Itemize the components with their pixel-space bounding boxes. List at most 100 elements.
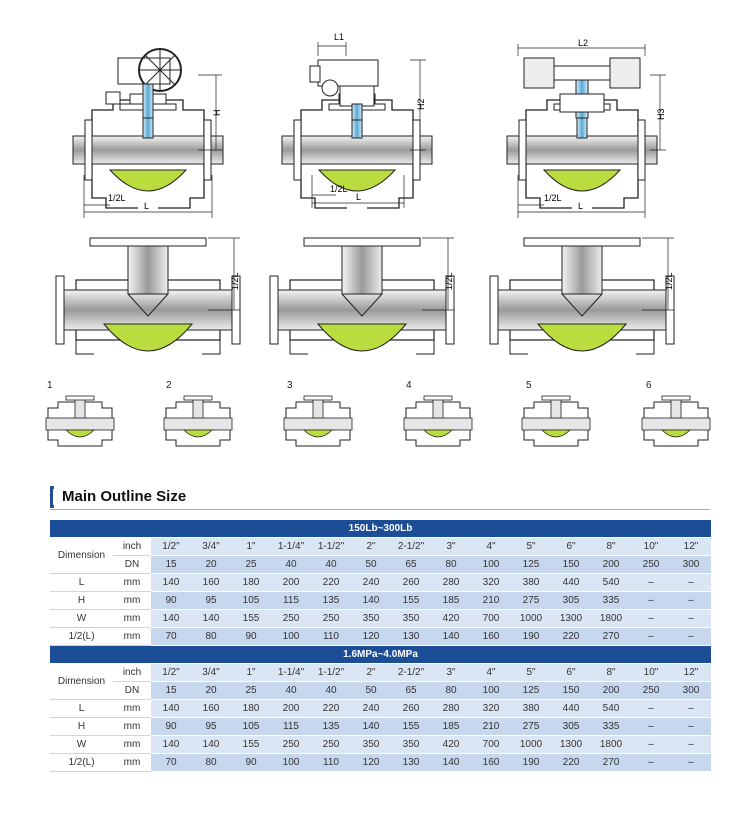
value-cell: 320 xyxy=(471,573,511,592)
dimension-label: Dimension xyxy=(50,663,113,700)
dim-l-1: L xyxy=(144,201,149,211)
value-cell: 140 xyxy=(431,753,471,772)
value-cell: 140 xyxy=(351,717,391,736)
value-cell: 380 xyxy=(511,699,551,718)
value-cell: 100 xyxy=(271,627,311,646)
value-cell: 1300 xyxy=(551,735,591,754)
dim-l-3: L xyxy=(578,201,583,211)
value-cell: – xyxy=(631,717,671,736)
pattern-number-1: 1 xyxy=(47,380,53,391)
size-cell: 1-1/2" xyxy=(311,663,351,682)
dn-cell: 40 xyxy=(311,681,351,700)
dn-cell: 300 xyxy=(671,555,711,574)
row-label: L xyxy=(50,699,113,718)
size-cell: 1" xyxy=(231,663,271,682)
value-cell: 160 xyxy=(191,573,231,592)
value-cell: 200 xyxy=(271,699,311,718)
size-cell: 2-1/2" xyxy=(391,663,431,682)
value-cell: 70 xyxy=(151,627,191,646)
dn-cell: 40 xyxy=(311,555,351,574)
value-cell: 270 xyxy=(591,627,631,646)
flow-pattern-3 xyxy=(283,395,353,447)
value-cell: 100 xyxy=(271,753,311,772)
value-cell: 1800 xyxy=(591,735,631,754)
dim-half-l-1: 1/2L xyxy=(108,193,126,203)
value-cell: 90 xyxy=(151,717,191,736)
size-cell: 1/2" xyxy=(151,537,191,556)
size-cell: 12" xyxy=(671,537,711,556)
value-cell: 380 xyxy=(511,573,551,592)
three-way-body-1 xyxy=(55,237,241,355)
value-cell: 280 xyxy=(431,573,471,592)
size-cell: 5" xyxy=(511,537,551,556)
bracket-mark xyxy=(50,486,54,508)
value-cell: 1800 xyxy=(591,609,631,628)
size-cell: 6" xyxy=(551,537,591,556)
value-cell: 70 xyxy=(151,753,191,772)
dn-cell: 20 xyxy=(191,555,231,574)
section-header: Main Outline Size xyxy=(50,484,710,510)
pattern-number-5: 5 xyxy=(526,380,532,391)
unit-inch: inch xyxy=(113,537,151,556)
value-cell: 140 xyxy=(151,609,191,628)
dim-half-l-m1: 1/2L xyxy=(230,272,240,290)
band-label: 1.6MPa~4.0MPa xyxy=(50,646,711,664)
value-cell: 80 xyxy=(191,753,231,772)
value-cell: 80 xyxy=(191,627,231,646)
value-cell: 120 xyxy=(351,627,391,646)
value-cell: – xyxy=(631,591,671,610)
dn-cell: 150 xyxy=(551,681,591,700)
value-cell: – xyxy=(671,573,711,592)
value-cell: 700 xyxy=(471,735,511,754)
dn-cell: 250 xyxy=(631,681,671,700)
dn-cell: 200 xyxy=(591,555,631,574)
value-cell: 250 xyxy=(271,735,311,754)
dim-half-l-m2: 1/2L xyxy=(444,272,454,290)
dimension-label: Dimension xyxy=(50,537,113,574)
dim-half-l-m3: 1/2L xyxy=(664,272,674,290)
dim-h3: H3 xyxy=(656,108,666,120)
unit-dn: DN xyxy=(113,681,151,700)
size-cell: 1-1/4" xyxy=(271,663,311,682)
dn-cell: 100 xyxy=(471,681,511,700)
dn-cell: 80 xyxy=(431,681,471,700)
dim-h2: H2 xyxy=(416,98,426,110)
value-cell: 700 xyxy=(471,609,511,628)
pattern-number-6: 6 xyxy=(646,380,652,391)
dn-cell: 65 xyxy=(391,681,431,700)
value-cell: 90 xyxy=(151,591,191,610)
dn-cell: 200 xyxy=(591,681,631,700)
flow-pattern-4 xyxy=(403,395,473,447)
value-cell: 140 xyxy=(151,573,191,592)
dn-cell: 25 xyxy=(231,555,271,574)
size-cell: 10" xyxy=(631,663,671,682)
valve-pneumatic-operated xyxy=(506,44,666,218)
flow-pattern-2 xyxy=(163,395,233,447)
value-cell: 90 xyxy=(231,627,271,646)
row-unit: mm xyxy=(113,735,151,754)
dn-cell: 15 xyxy=(151,681,191,700)
valve-gear-operated xyxy=(72,48,224,218)
value-cell: 115 xyxy=(271,591,311,610)
dn-cell: 300 xyxy=(671,681,711,700)
dn-cell: 65 xyxy=(391,555,431,574)
row-label: 1/2(L) xyxy=(50,627,113,646)
value-cell: 210 xyxy=(471,717,511,736)
value-cell: 190 xyxy=(511,753,551,772)
value-cell: 540 xyxy=(591,699,631,718)
pattern-number-4: 4 xyxy=(406,380,412,391)
value-cell: 220 xyxy=(311,699,351,718)
value-cell: – xyxy=(671,735,711,754)
value-cell: – xyxy=(631,573,671,592)
value-cell: 135 xyxy=(311,591,351,610)
value-cell: 335 xyxy=(591,717,631,736)
size-cell: 1" xyxy=(231,537,271,556)
value-cell: 160 xyxy=(191,699,231,718)
value-cell: 200 xyxy=(271,573,311,592)
